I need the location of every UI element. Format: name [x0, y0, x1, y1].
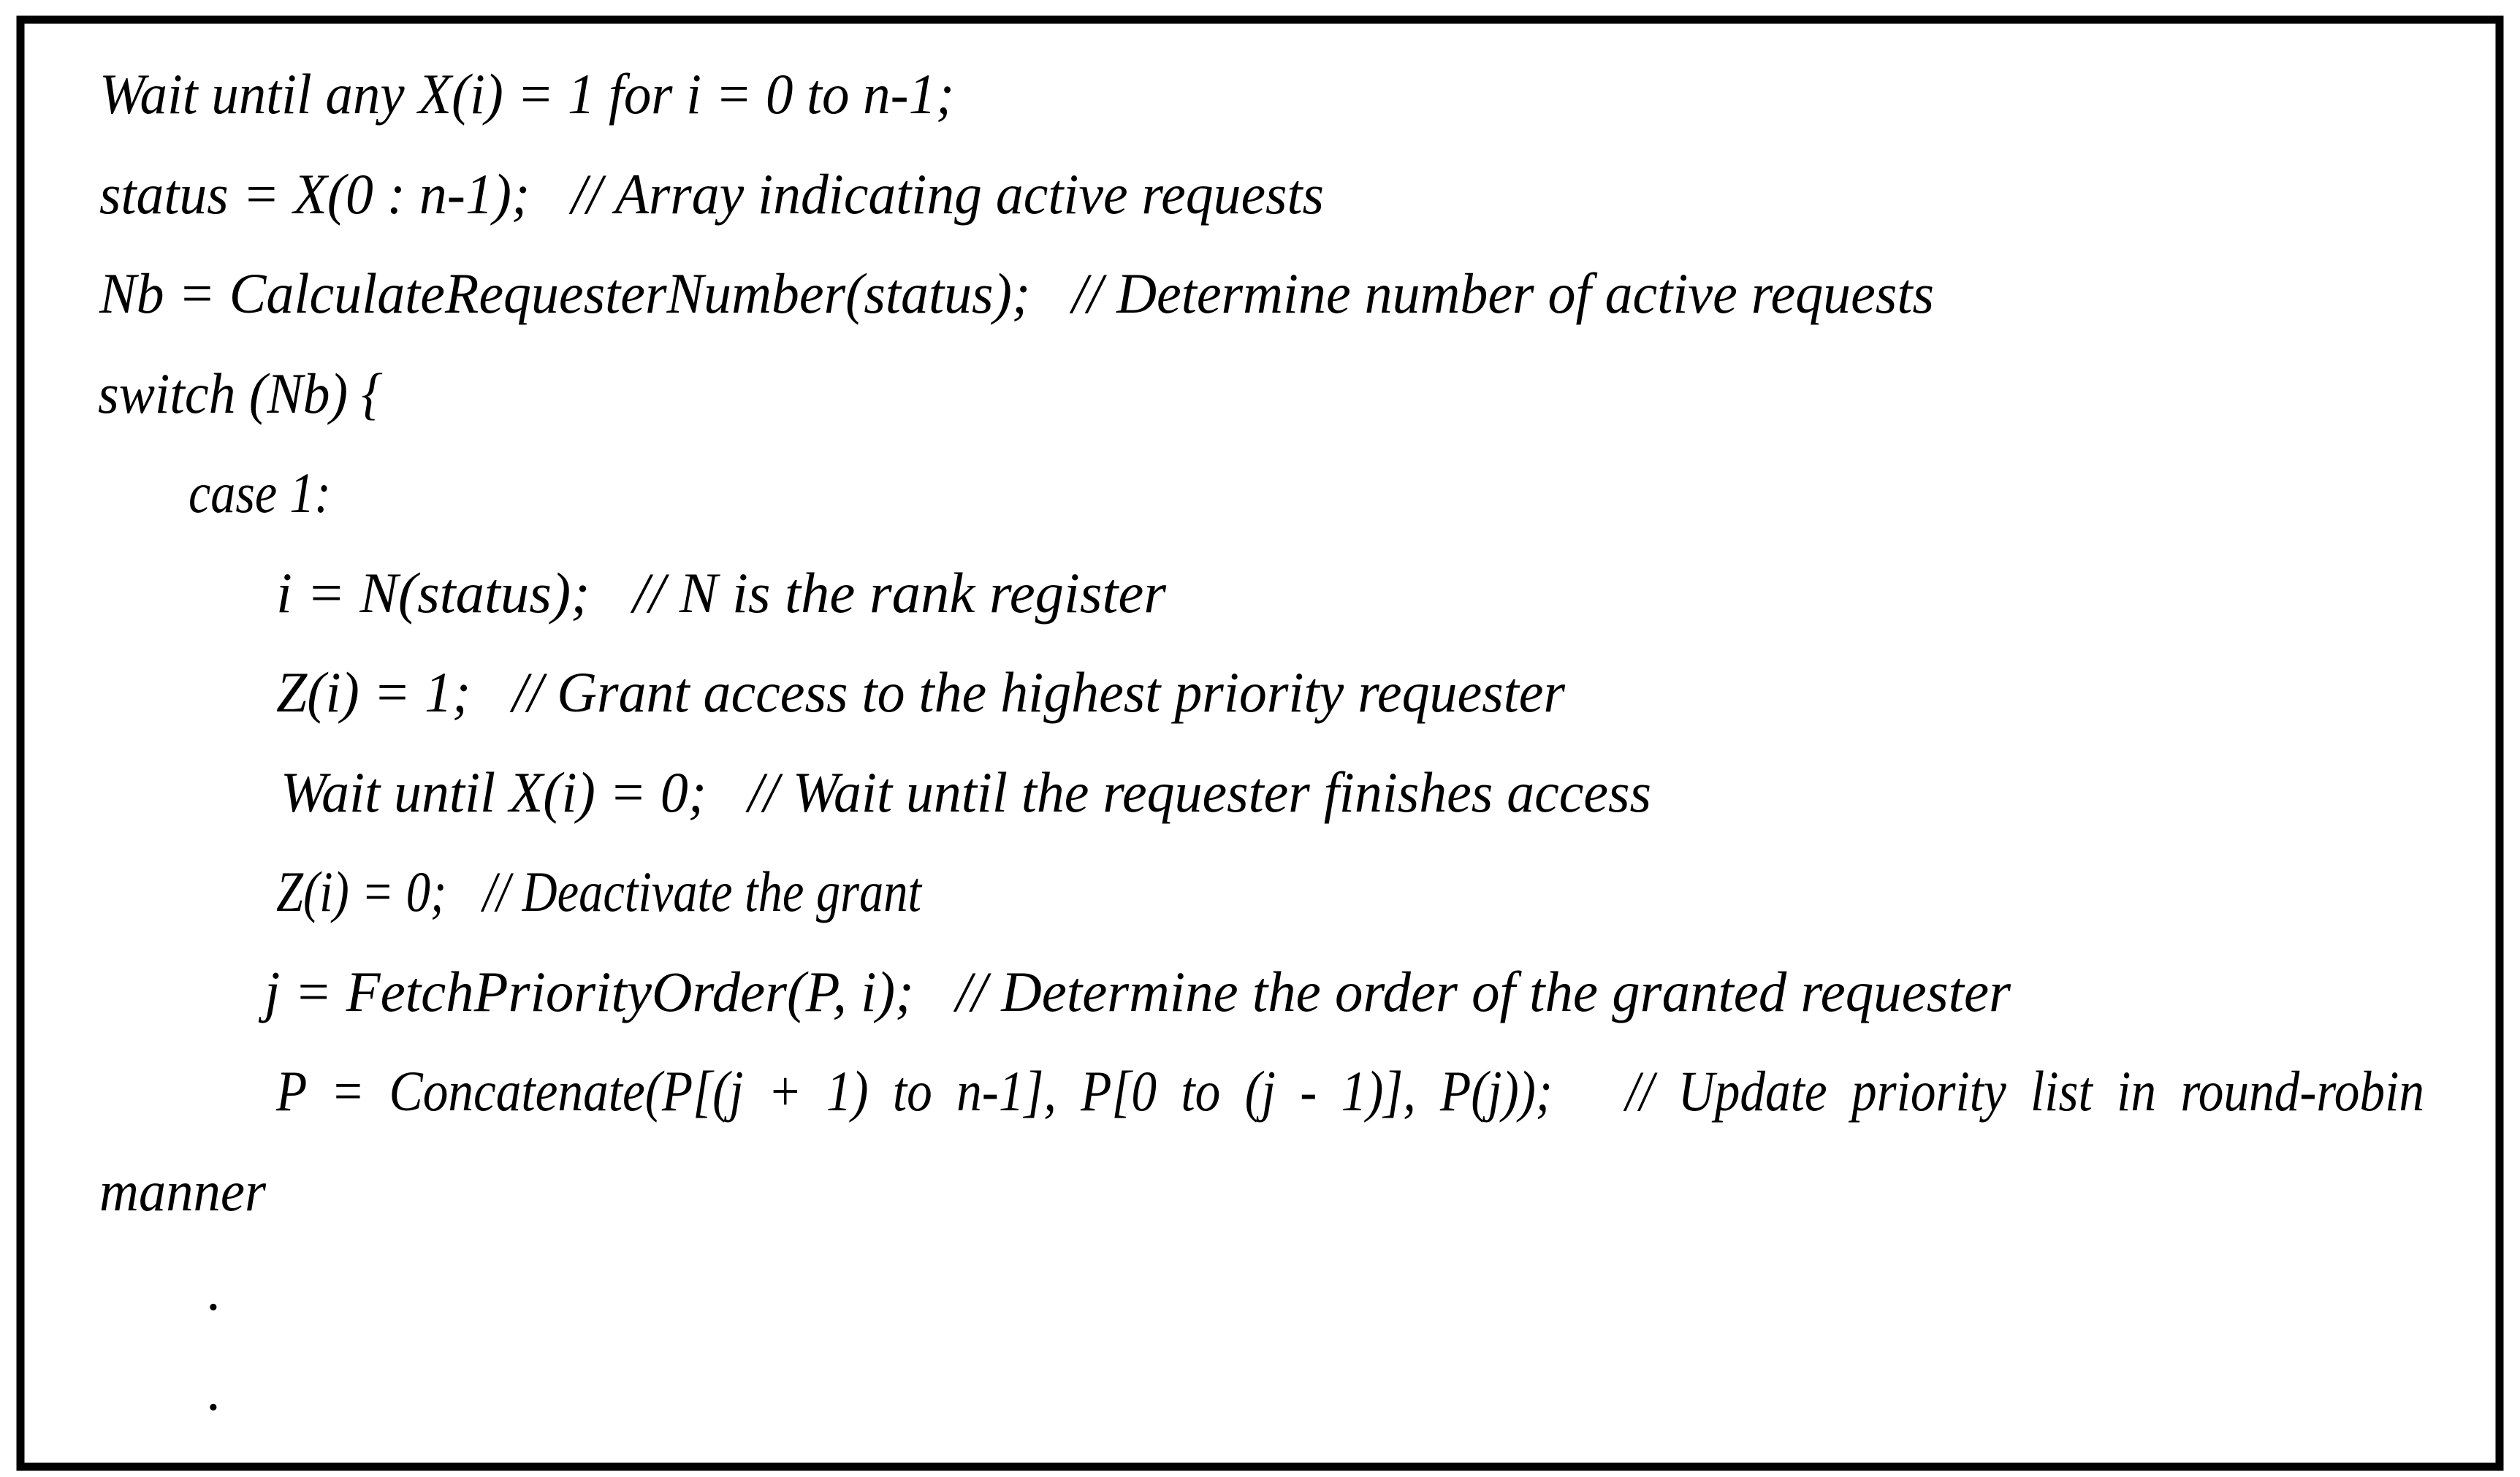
ellipsis-dot-1: . — [208, 1259, 222, 1322]
code-line-fetch-priority: j = FetchPriorityOrder(P, i); // Determi… — [258, 960, 2011, 1023]
code-line-case-1: case 1: — [189, 461, 331, 524]
code-line-status-assign: status = X(0 : n-1); // Array indicating… — [99, 162, 1324, 226]
code-line-wait-any: Wait until any X(i) = 1 for i = 0 to n-1… — [99, 62, 954, 126]
code-line-concatenate: P = Concatenate(P[(j + 1) to n-1], P[0 t… — [275, 1059, 2424, 1123]
code-line-nb-calculate: Nb = CalculateRequesterNumber(status); /… — [99, 262, 1934, 325]
code-line-manner-wrap: manner — [99, 1159, 267, 1223]
code-line-i-rank: i = N(status); // N is the rank register — [276, 561, 1167, 625]
code-line-switch: switch (Nb) { — [98, 362, 383, 425]
figure-border — [16, 15, 2504, 1471]
code-line-deactivate-grant: Z(i) = 0; // Deactivate the grant — [276, 860, 923, 923]
code-line-grant-access: Z(i) = 1; // Grant access to the highest… — [276, 660, 1566, 724]
ellipsis-dot-2: . — [208, 1359, 222, 1422]
code-line-wait-finish: Wait until X(i) = 0; // Wait until the r… — [281, 760, 1651, 824]
